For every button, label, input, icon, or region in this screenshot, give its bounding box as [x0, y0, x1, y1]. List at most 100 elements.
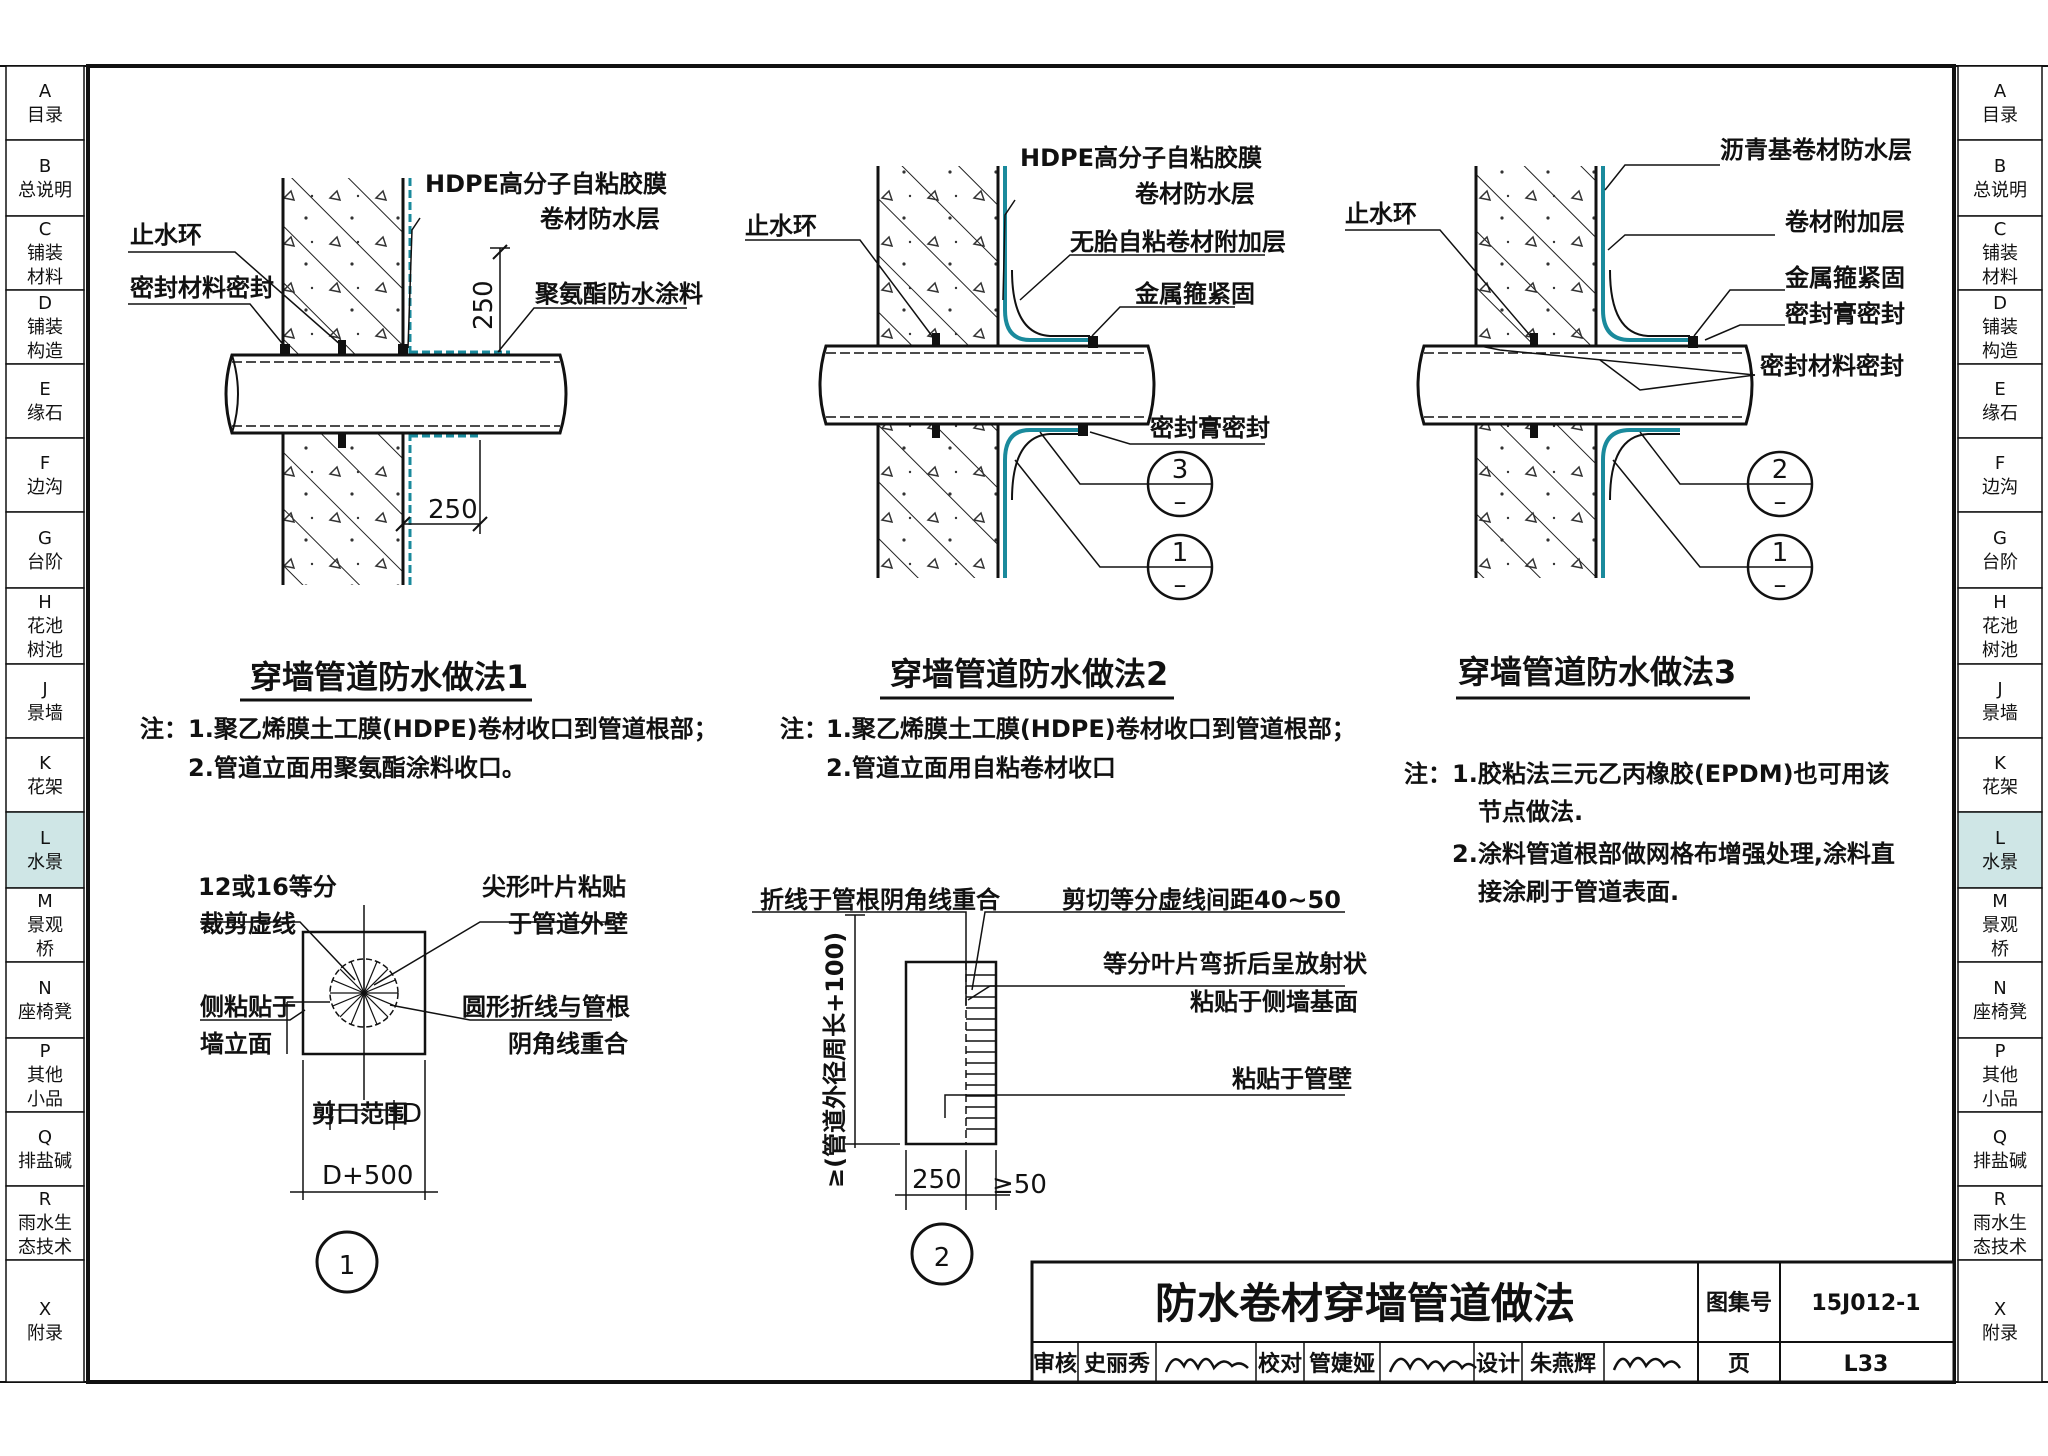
tab-letter: X	[39, 1299, 51, 1320]
tab-letter: M	[1992, 891, 2008, 912]
left-tab-g[interactable]: G台阶	[5, 511, 85, 589]
pipe-3	[1416, 344, 1754, 426]
right-tab-e[interactable]: E 缘石	[1957, 363, 2043, 439]
tab-label: 材料	[1982, 267, 2018, 288]
cut-ray	[332, 979, 365, 994]
svg-text:–: –	[1174, 570, 1187, 600]
review-label: 审核	[1033, 1351, 1077, 1377]
design-label: 设计	[1476, 1352, 1520, 1377]
tab-label: 景墙	[1982, 703, 2018, 724]
tab-label: 水景	[1982, 852, 2018, 873]
tab-label: 排盐碱	[1973, 1151, 2027, 1172]
tab-letter: C	[39, 219, 52, 240]
checker-name: 管婕娅	[1309, 1351, 1375, 1377]
left-tab-a[interactable]: A目录	[5, 65, 85, 141]
tab-letter: A	[39, 81, 52, 102]
tab-letter: E	[1994, 379, 2005, 400]
cut-ray	[350, 961, 365, 994]
tab-letter: C	[1994, 219, 2007, 240]
atlas-number: 15J012-1	[1811, 1291, 1920, 1316]
tab-label: 缘石	[1982, 403, 2018, 424]
note-prefix-2: 注：	[780, 715, 828, 743]
tab-label: 雨水生	[1973, 1213, 2027, 1234]
right-tab-x[interactable]: X附录	[1957, 1259, 2043, 1383]
pipe-2	[818, 344, 1156, 426]
note-1-2: 2.管道立面用聚氨酯涂料收口。	[188, 754, 526, 782]
detail-2-title: 穿墙管道防水做法2	[890, 655, 1168, 693]
tab-label: 花池	[27, 616, 63, 637]
note-3-4: 接涂刷于管道表面.	[1478, 878, 1679, 906]
cut-ray	[363, 968, 389, 994]
left-tab-f[interactable]: F边沟	[5, 437, 85, 513]
tab-label: 水景	[27, 852, 63, 873]
tab-letter: P	[1995, 1041, 2006, 1062]
left-tab-x[interactable]: X 附录	[5, 1259, 85, 1383]
tab-letter: D	[1993, 293, 2007, 314]
detail-1-title: 穿墙管道防水做法1	[250, 658, 528, 696]
left-tab-l[interactable]: L水景	[5, 811, 85, 889]
detail-3-title: 穿墙管道防水做法3	[1458, 653, 1736, 691]
label-fold: 折线于管根阴角线重合	[760, 886, 1001, 914]
label-tip-2: 于管道外壁	[508, 910, 628, 938]
designer-name: 朱燕辉	[1530, 1352, 1596, 1377]
tab-letter: F	[40, 453, 50, 474]
left-tab-j[interactable]: J景墙	[5, 663, 85, 739]
designer-signature	[1612, 1356, 1682, 1371]
label-pu-coating: 聚氨酯防水涂料	[534, 280, 703, 308]
tab-letter: X	[1994, 1299, 2006, 1320]
check-label: 校对	[1258, 1351, 1302, 1377]
label-perimeter: ≥(管道外径周长+100)	[821, 932, 849, 1188]
label-stop-ring-3: 止水环	[1345, 200, 1417, 228]
note-3-1: 1.胶粘法三元乙丙橡胶(EPDM)也可用该	[1452, 760, 1890, 788]
note-prefix-1: 注：	[140, 715, 188, 743]
right-tab-a[interactable]: A目录	[1957, 65, 2043, 141]
tab-label: 附录	[27, 1323, 63, 1344]
tab-label: 座椅凳	[18, 1002, 72, 1023]
right-tab-f[interactable]: F边沟	[1957, 437, 2043, 513]
label-divisions: 12或16等分	[198, 873, 337, 901]
right-tab-g[interactable]: G台阶	[1957, 511, 2043, 589]
right-tab-q[interactable]: Q 排盐碱	[1957, 1111, 2043, 1187]
dim-250: 250	[912, 1165, 962, 1195]
left-tab-e[interactable]: E缘石	[5, 363, 85, 439]
label-additional: 卷材附加层	[1785, 208, 1905, 236]
left-section-tabs: A目录B总说明C铺装材料D铺装构造E缘石F边沟G台阶H花池树池J景墙K花架L水景…	[5, 65, 85, 1383]
right-tab-k[interactable]: K花架	[1957, 737, 2043, 813]
tab-label: 花池	[1982, 616, 2018, 637]
tab-letter: Q	[1993, 1127, 2007, 1148]
tab-letter: K	[1994, 753, 2007, 774]
label-cut-dash: 裁剪虚线	[200, 910, 296, 938]
note-3-3: 2.涂料管道根部做网格布增强处理,涂料直	[1452, 840, 1895, 868]
left-tab-k[interactable]: K花架	[5, 737, 85, 813]
right-tab-l[interactable]: L水景	[1957, 811, 2043, 889]
tab-label: 态技术	[18, 1237, 72, 1258]
cut-ray	[339, 992, 365, 1018]
label-clamp-2: 金属箍紧固	[1134, 280, 1255, 308]
label-tip-1: 尖形叶片粘贴	[482, 873, 626, 901]
tab-letter: H	[1993, 592, 2007, 613]
tab-label: 小品	[27, 1089, 63, 1110]
svg-text:2: 2	[1772, 455, 1789, 485]
cut-ray	[363, 992, 378, 1025]
label-side-1: 侧粘贴于	[200, 993, 296, 1021]
right-tab-j[interactable]: J景墙	[1957, 663, 2043, 739]
stop-ring-1	[338, 340, 346, 354]
tab-label: 其他	[1982, 1065, 2018, 1086]
